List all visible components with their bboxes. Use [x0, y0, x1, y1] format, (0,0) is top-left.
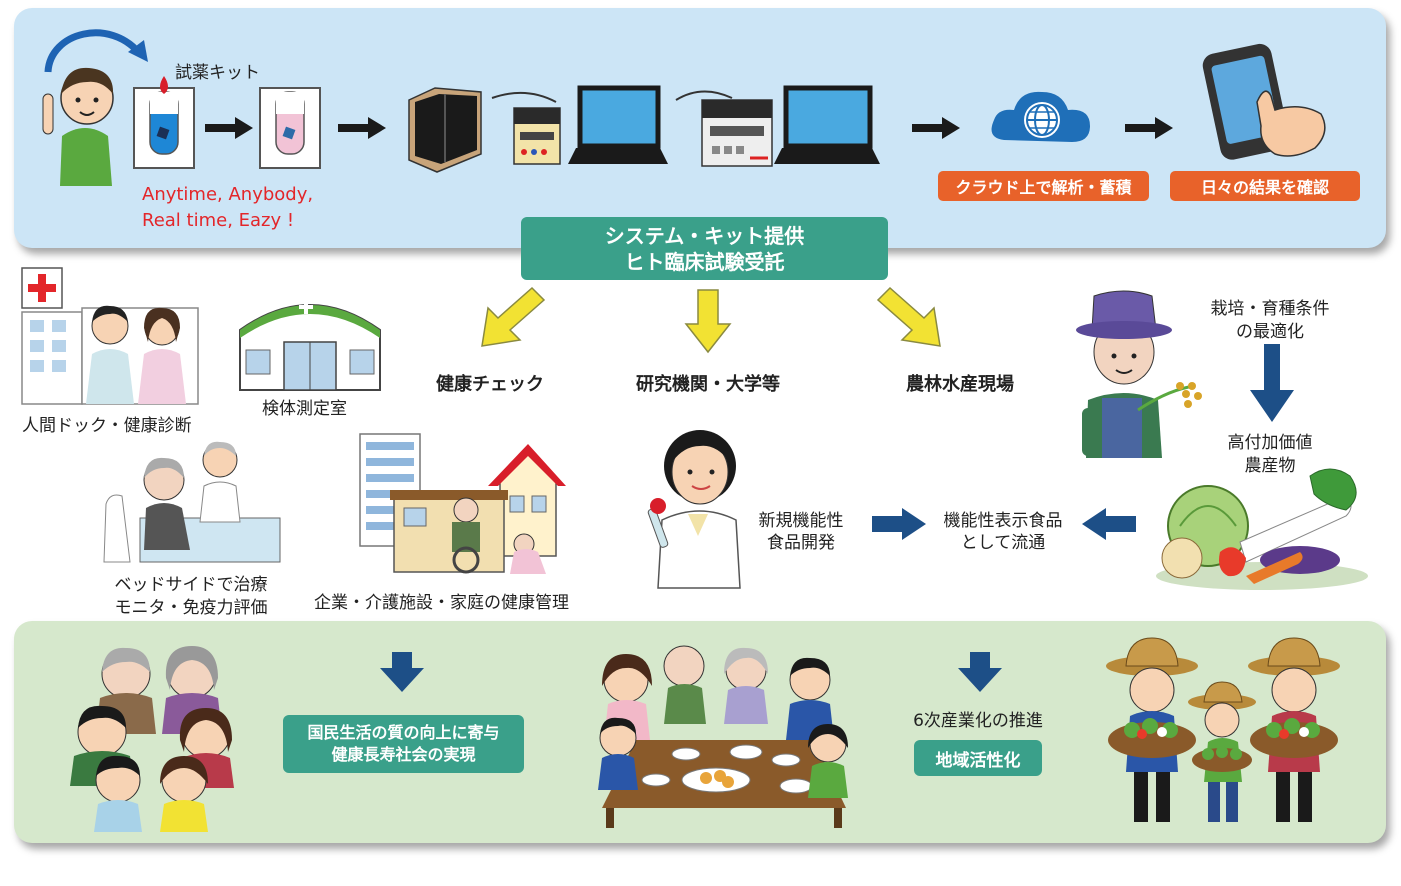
laptop-icon [568, 85, 668, 164]
branch-agri: 農林水産現場 [906, 374, 1014, 395]
researcher-icon [647, 430, 741, 589]
functional-line2: として流通 [960, 533, 1046, 553]
bedside-line1: ベッドサイドで治療 [114, 575, 268, 595]
care-facility-icon [359, 433, 566, 574]
vegetables-icon [1156, 468, 1368, 590]
navy-arrow-left-icon [1082, 508, 1136, 540]
family-group-icon [70, 646, 234, 832]
yellow-arrow-down-left-icon [481, 286, 546, 347]
curved-arrow-icon [44, 29, 148, 73]
person-icon [42, 67, 114, 186]
result-badge: 日々の結果を確認 [1170, 171, 1360, 201]
new-food-line2: 食品開発 [767, 533, 835, 553]
cultivation-line2: の最適化 [1236, 322, 1304, 342]
cloud-badge: クラウド上で解析・蓄積 [938, 171, 1149, 201]
navy-arrow-right-icon [872, 508, 926, 540]
system-kit-line1: システム・キット提供 [604, 223, 805, 248]
arrow-right-icon [1125, 117, 1173, 139]
company-label: 企業・介護施設・家庭の健康管理 [314, 593, 569, 613]
qol-line1: 国民生活の質の向上に寄与 [307, 723, 500, 742]
high-value-line1: 高付加価値 [1227, 433, 1313, 453]
dock-label: 人間ドック・健康診断 [22, 416, 192, 436]
navy-arrow-down-icon [1250, 344, 1294, 422]
regional-label: 地域活性化 [935, 750, 1021, 771]
smartphone-hand-icon [1202, 43, 1326, 160]
navy-arrow-down-icon [958, 652, 1002, 692]
reagent-kit-blue-icon [133, 76, 195, 169]
farmers-with-vegetables-icon [1106, 637, 1340, 822]
bedside-line2: モニタ・免疫力評価 [114, 598, 268, 618]
functional-line1: 機能性表示食品 [943, 511, 1063, 531]
slogan-line1: Anytime, Anybody, [142, 184, 314, 205]
regional-box: 地域活性化 [914, 740, 1042, 776]
system-kit-box: システム・キット提供 ヒト臨床試験受託 [521, 217, 888, 280]
slogan-line2: Real time, Eazy ! [142, 210, 295, 231]
new-food-line1: 新規機能性 [758, 511, 844, 531]
yellow-arrow-down-icon [684, 289, 732, 354]
yellow-arrow-down-right-icon [876, 286, 941, 347]
arrow-right-icon [338, 117, 386, 139]
arrow-right-icon [205, 117, 253, 139]
kit-label: 試薬キット [175, 63, 260, 83]
reagent-kit-pink-icon [259, 87, 321, 169]
qol-line2: 健康長寿社会の実現 [331, 745, 476, 764]
clinic-icon [239, 300, 381, 391]
lab-label: 検体測定室 [262, 399, 347, 419]
arrow-right-icon [912, 117, 960, 139]
branch-health: 健康チェック [436, 374, 544, 395]
sixth-industry-label: 6次産業化の推進 [913, 711, 1043, 731]
analyzer-device-icon [491, 91, 561, 165]
measurement-box-icon [408, 87, 482, 173]
cloud-globe-icon [991, 91, 1090, 142]
laptop-icon [774, 85, 880, 164]
family-dinner-icon [598, 645, 848, 828]
qol-box: 国民生活の質の向上に寄与 健康長寿社会の実現 [283, 715, 524, 773]
navy-arrow-down-icon [380, 652, 424, 692]
branch-research: 研究機関・大学等 [636, 374, 780, 395]
hospital-icon [21, 267, 199, 405]
high-value-line2: 農産物 [1244, 456, 1296, 476]
system-kit-line2: ヒト臨床試験受託 [624, 249, 785, 274]
bedside-patient-icon [103, 441, 281, 563]
farmer-icon [1076, 290, 1202, 458]
analyzer-device-icon [675, 90, 773, 167]
cultivation-line1: 栽培・育種条件 [1210, 299, 1330, 319]
